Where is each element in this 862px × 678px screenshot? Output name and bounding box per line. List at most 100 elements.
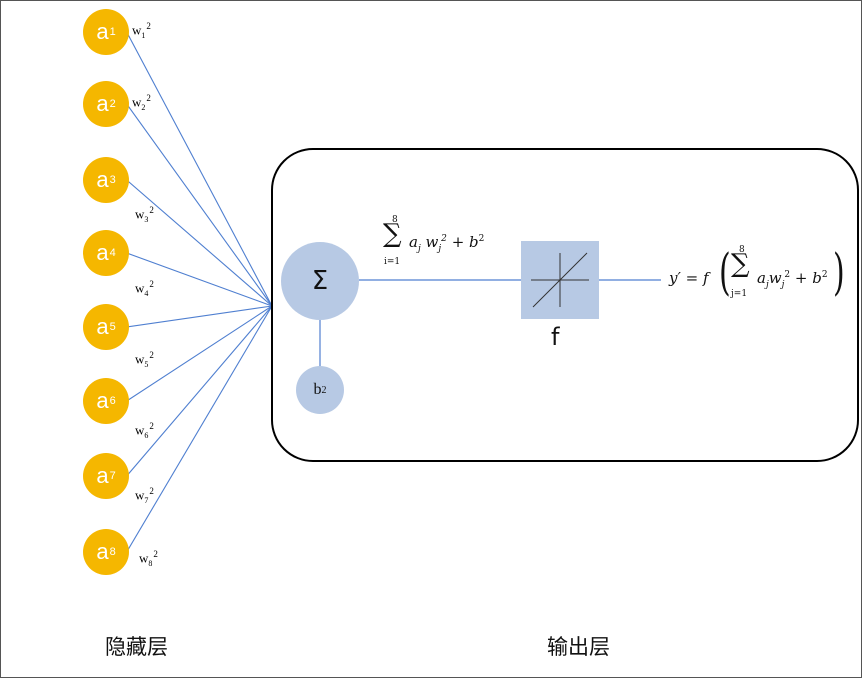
output-sigma: ∑	[731, 249, 750, 279]
weight-label: w12	[132, 21, 151, 40]
hidden-node-symbol: a	[96, 240, 109, 265]
weight-symbol: w	[132, 94, 142, 110]
weighted-sum-w-sup: 2	[441, 234, 447, 244]
weight-label: w22	[132, 93, 151, 112]
output-lower-limit: j=1	[731, 289, 748, 299]
hidden-node-symbol: a	[96, 314, 109, 339]
weight-symbol: w	[132, 22, 142, 38]
input-connection-line	[126, 179, 273, 307]
summation-symbol: Σ	[311, 266, 329, 296]
hidden-layer-label: 隐藏层	[105, 635, 168, 659]
weight-layer: 2	[149, 421, 154, 431]
weighted-sum-b: b	[469, 233, 479, 251]
summation-node: Σ	[281, 242, 359, 320]
weight-symbol: w	[135, 487, 145, 503]
output-right-paren: )	[833, 243, 845, 301]
hidden-node-index: 1	[109, 26, 116, 38]
hidden-node-index: 5	[109, 321, 116, 333]
activation-function-box	[521, 241, 599, 319]
hidden-node-symbol: a	[96, 91, 109, 116]
output-b-sup: 2	[821, 270, 828, 280]
weighted-sum-upper-limit: 8	[392, 215, 398, 225]
output-plus: +	[794, 269, 808, 287]
weight-label: w62	[135, 421, 154, 440]
input-connection-line	[126, 252, 273, 307]
weight-layer: 2	[153, 549, 158, 559]
bias-base: b	[313, 381, 322, 398]
input-connection-line	[126, 305, 273, 553]
weight-symbol: w	[135, 280, 145, 296]
hidden-node-index: 4	[109, 247, 116, 259]
weight-index: 3	[144, 214, 149, 224]
hidden-node-index: 6	[109, 395, 116, 407]
output-f: f	[703, 269, 709, 287]
output-w-sup: 2	[784, 270, 791, 280]
weight-index: 8	[148, 558, 153, 568]
weight-layer: 2	[149, 486, 154, 496]
output-w-sub: j	[781, 280, 785, 290]
weight-label: w32	[135, 205, 154, 224]
weight-index: 5	[144, 359, 149, 369]
weighted-sum-sigma: ∑	[383, 219, 402, 249]
bias-superscript: 2	[321, 384, 327, 396]
input-connection-line	[126, 305, 273, 477]
weighted-sum-w: w	[425, 233, 439, 251]
weight-layer: 2	[149, 350, 154, 360]
weight-layer: 2	[146, 93, 151, 103]
output-left-paren: (	[719, 243, 731, 301]
output-upper-limit: 8	[739, 245, 745, 255]
hidden-node-index: 2	[109, 98, 116, 110]
output-b: b	[812, 269, 822, 287]
activation-graph-icon	[531, 252, 589, 308]
hidden-node-index: 7	[109, 470, 116, 482]
output-formula-lhs: y′ = f	[669, 269, 709, 287]
weighted-sum-a-sub: j	[417, 244, 421, 254]
input-connection-line	[126, 103, 273, 307]
weight-label: w52	[135, 350, 154, 369]
weight-symbol: w	[139, 550, 149, 566]
weighted-sum-w-sub: j	[438, 244, 442, 254]
weight-symbol: w	[135, 422, 145, 438]
weighted-sum-a: a	[409, 233, 418, 251]
output-a: a	[757, 269, 766, 287]
weight-layer: 2	[149, 205, 154, 215]
hidden-node-symbol: a	[96, 167, 109, 192]
weight-label: w82	[139, 549, 158, 568]
weighted-sum-plus: +	[451, 233, 465, 251]
hidden-node-symbol: a	[96, 388, 109, 413]
hidden-node-symbol: a	[96, 19, 109, 44]
weight-label: w42	[135, 279, 154, 298]
input-connection-line	[126, 305, 273, 402]
weight-index: 7	[144, 495, 149, 505]
weight-index: 1	[141, 30, 146, 40]
hidden-node-symbol: a	[96, 463, 109, 488]
weight-symbol: w	[135, 351, 145, 367]
weighted-sum-formula: 8 ∑ i=1 aj wj2 + b2	[383, 215, 503, 273]
weight-index: 2	[141, 102, 146, 112]
output-layer-box	[271, 148, 859, 462]
weight-layer: 2	[146, 21, 151, 31]
hidden-node-index: 3	[109, 174, 116, 186]
output-a-sub: j	[765, 280, 769, 290]
weighted-sum-lower-limit: i=1	[384, 257, 401, 267]
weight-layer: 2	[149, 279, 154, 289]
output-layer-label: 输出层	[547, 635, 610, 659]
hidden-node-symbol: a	[96, 539, 109, 564]
activation-function-label: f	[551, 323, 560, 351]
output-y: y′	[669, 269, 681, 287]
weight-symbol: w	[135, 206, 145, 222]
weighted-sum-b-sup: 2	[478, 234, 485, 244]
weight-label: w72	[135, 486, 154, 505]
input-connection-line	[126, 305, 273, 328]
